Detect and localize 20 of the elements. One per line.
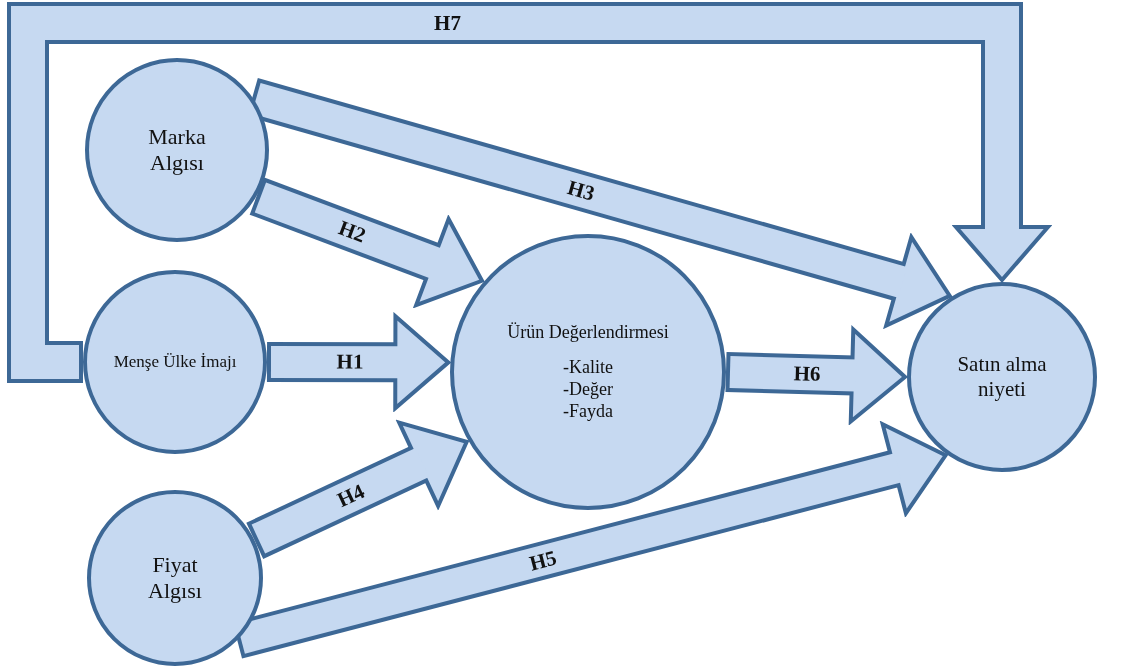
block-arrow: [249, 177, 484, 308]
edge-label: H2: [335, 217, 369, 247]
block-arrow: [246, 420, 469, 559]
block-arrow: [266, 314, 451, 411]
edge-label: H5: [527, 546, 559, 575]
node-title: Marka Algısı: [147, 123, 207, 177]
edge-label: H7: [434, 12, 461, 34]
node-title: Satın alma niyeti: [956, 351, 1048, 403]
block-arrow: [725, 327, 907, 424]
edge-label: H4: [334, 480, 368, 512]
node-title: Ürün Değerlendirmesi: [507, 321, 669, 344]
list-item: -Kalite: [563, 357, 613, 379]
edge-label: H1: [336, 351, 363, 373]
node-title: Fiyat Algısı: [147, 551, 203, 605]
edge-label: H3: [565, 177, 597, 205]
edge-label: H6: [793, 363, 822, 386]
block-arrow: [7, 2, 1050, 383]
list-item: -Fayda: [563, 400, 613, 423]
node-title: Menşe Ülke İmajı: [113, 351, 237, 373]
list-item: -Değer: [563, 379, 613, 401]
